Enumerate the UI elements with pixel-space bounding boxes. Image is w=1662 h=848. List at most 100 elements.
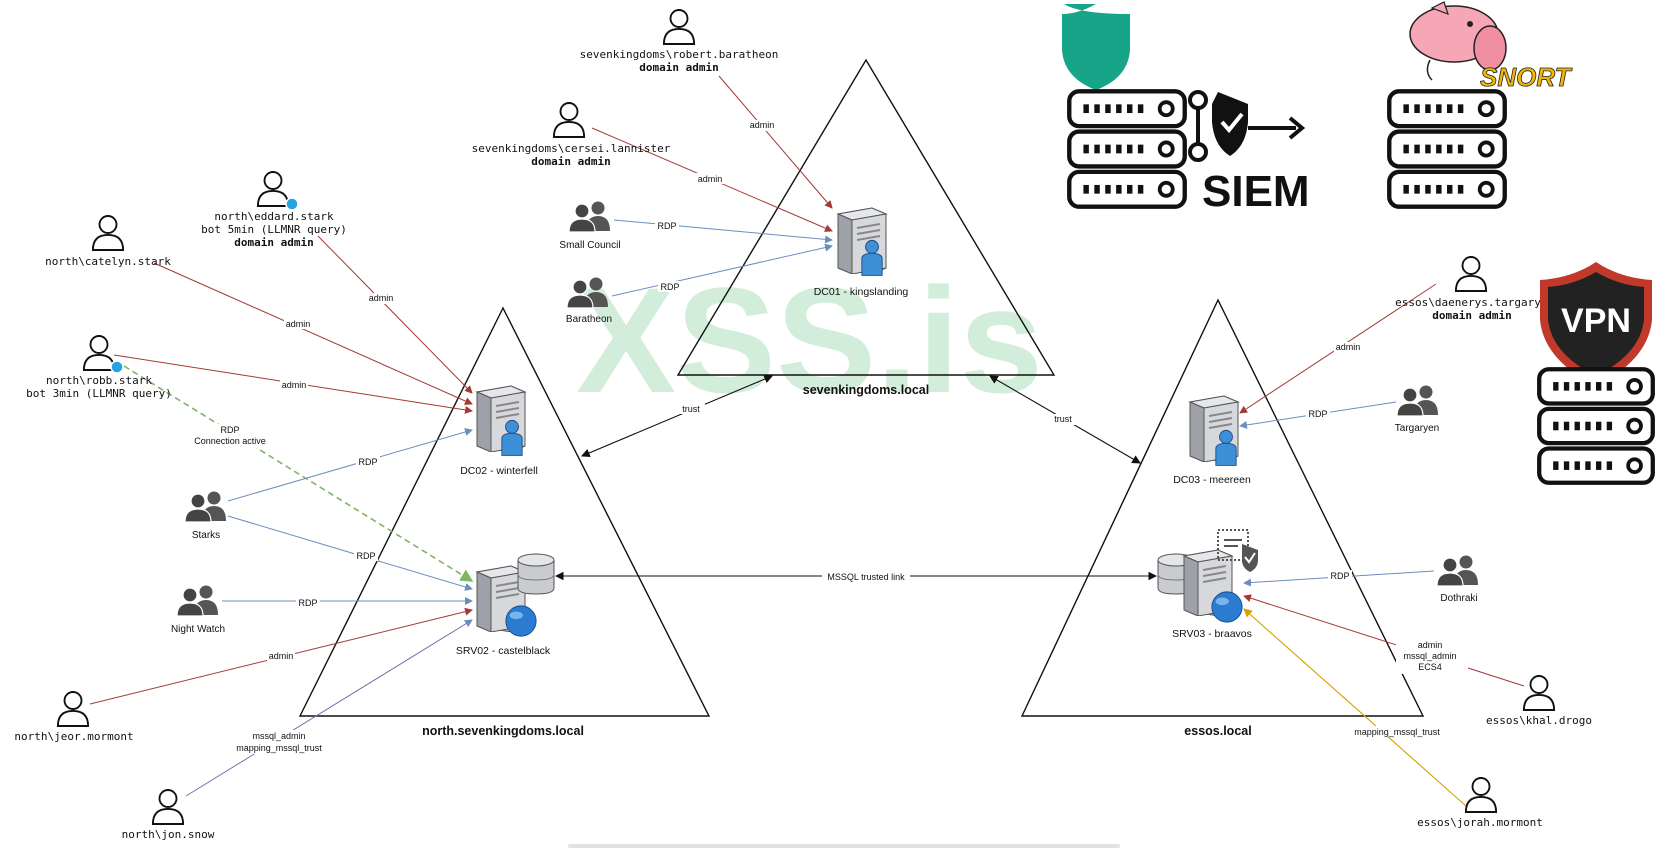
edge-label-cersei: admin bbox=[698, 174, 723, 184]
edge-khal-srv03 bbox=[1243, 594, 1525, 687]
edge-label-smallcouncil: RDP bbox=[657, 221, 676, 231]
domain-triangle-north bbox=[298, 306, 711, 717]
trust-label-root-north: trust bbox=[682, 404, 700, 414]
user-icon-khal[interactable] bbox=[1522, 675, 1556, 711]
user-role-robert: domain admin bbox=[639, 61, 718, 74]
watermark-text: XSS.is bbox=[576, 256, 1043, 424]
siem-server-rack-icon bbox=[1069, 91, 1184, 206]
user-icon-catelyn[interactable] bbox=[91, 215, 125, 251]
user-role-cersei: domain admin bbox=[531, 155, 610, 168]
edge-label-jorah: mapping_mssql_trust bbox=[1354, 727, 1440, 737]
domain-triangle-root bbox=[676, 58, 1056, 376]
dc02-label: DC02 - winterfell bbox=[460, 465, 538, 477]
trust-edge-root-north bbox=[580, 374, 774, 458]
dc02-server-icon[interactable] bbox=[476, 385, 526, 456]
vpn-shield-icon bbox=[1540, 262, 1652, 386]
edge-jorah-srv03 bbox=[1243, 608, 1467, 807]
snort-server-rack-icon bbox=[1389, 91, 1504, 206]
siem-network-shield-icon bbox=[1188, 90, 1306, 162]
group-icon-night-watch[interactable] bbox=[176, 584, 219, 617]
group-label-small-council: Small Council bbox=[559, 240, 620, 251]
dc03-server-icon[interactable] bbox=[1189, 395, 1239, 466]
dc01-label: DC01 - kingslanding bbox=[814, 286, 909, 298]
group-icon-dothraki[interactable] bbox=[1436, 554, 1479, 587]
srv03-server-icon[interactable] bbox=[1157, 549, 1243, 623]
edge-label-jeor: admin bbox=[269, 651, 294, 661]
vpn-server-rack-icon bbox=[1539, 369, 1653, 483]
user-role-daenerys: domain admin bbox=[1432, 309, 1511, 322]
edge-catelyn-dc02 bbox=[153, 262, 473, 405]
edge-label-robb: admin bbox=[282, 380, 307, 390]
edge-label-robb-active-2: Connection active bbox=[194, 436, 266, 446]
user-icon-robb[interactable] bbox=[82, 335, 116, 371]
group-label-dothraki: Dothraki bbox=[1440, 593, 1477, 604]
bot-badge-icon bbox=[285, 197, 299, 211]
edge-label-dothraki: RDP bbox=[1330, 571, 1349, 581]
group-icon-starks[interactable] bbox=[184, 490, 227, 523]
edge-starks-srv02 bbox=[227, 515, 473, 591]
srv03-label: SRV03 - braavos bbox=[1172, 628, 1252, 640]
edge-label-jon-1: mssql_admin bbox=[252, 731, 305, 741]
vpn-label: VPN bbox=[1561, 302, 1631, 340]
edge-eddard-dc02 bbox=[317, 235, 473, 394]
user-role-eddard: domain admin bbox=[234, 236, 313, 249]
user-label-jorah: essos\jorah.mormont bbox=[1417, 816, 1543, 829]
user-label-catelyn: north\catelyn.stark bbox=[45, 255, 171, 268]
srv02-server-icon[interactable] bbox=[476, 553, 555, 637]
snort-pig-icon bbox=[1409, 1, 1507, 81]
edge-label-catelyn: admin bbox=[286, 319, 311, 329]
domain-triangle-essos bbox=[1020, 298, 1425, 717]
snort-label: SNORT bbox=[1480, 62, 1573, 92]
user-icon-daenerys[interactable] bbox=[1454, 256, 1488, 292]
edge-starks-dc02 bbox=[227, 428, 473, 502]
edge-label-starks-srv02: RDP bbox=[356, 551, 375, 561]
bot-badge-icon bbox=[110, 360, 124, 374]
user-label-robb: north\robb.stark bbox=[46, 374, 152, 387]
user-icon-robert[interactable] bbox=[662, 9, 696, 45]
edge-label-khal-3: ECS4 bbox=[1418, 662, 1442, 672]
group-label-targaryen: Targaryen bbox=[1395, 423, 1439, 434]
edge-robb-srv02-active bbox=[123, 365, 474, 582]
domain-label-north: north.sevenkingdoms.local bbox=[422, 724, 584, 738]
user-label-eddard: north\eddard.stark bbox=[214, 210, 334, 223]
edge-label-nightwatch: RDP bbox=[298, 598, 317, 608]
user-icon-cersei[interactable] bbox=[552, 102, 586, 138]
user-icon-eddard[interactable] bbox=[256, 171, 290, 207]
group-label-baratheon: Baratheon bbox=[566, 314, 612, 325]
user-label-jeor: north\jeor.mormont bbox=[14, 730, 133, 743]
group-label-night-watch: Night Watch bbox=[171, 624, 225, 635]
user-icon-jeor[interactable] bbox=[56, 691, 90, 727]
group-label-starks: Starks bbox=[192, 530, 220, 541]
edge-label-targaryen: RDP bbox=[1308, 409, 1327, 419]
group-icon-targaryen[interactable] bbox=[1396, 384, 1439, 417]
edge-baratheon-dc01 bbox=[611, 243, 833, 297]
user-label-jon: north\jon.snow bbox=[122, 828, 215, 841]
domain-label-essos: essos.local bbox=[1184, 724, 1251, 738]
user-icon-jon[interactable] bbox=[151, 789, 185, 825]
siem-label: SIEM bbox=[1202, 167, 1310, 216]
certificate-check-icon bbox=[1217, 529, 1258, 572]
mssql-link-label: MSSQL trusted link bbox=[827, 572, 905, 582]
user-label-cersei: sevenkingdoms\cersei.lannister bbox=[472, 142, 671, 155]
user-icon-jorah[interactable] bbox=[1464, 777, 1498, 813]
srv02-label: SRV02 - castelblack bbox=[456, 645, 551, 657]
edge-robert-dc01 bbox=[718, 75, 833, 209]
siem-shield-icon bbox=[1062, 4, 1130, 90]
edge-smallcouncil-dc01 bbox=[613, 219, 833, 244]
trust-label-root-essos: trust bbox=[1054, 414, 1072, 424]
user-note-eddard: bot 5min (LLMNR query) bbox=[201, 223, 347, 236]
edge-label-jon-2: mapping_mssql_trust bbox=[236, 743, 322, 753]
edge-label-eddard: admin bbox=[369, 293, 394, 303]
horizontal-scrollbar[interactable] bbox=[568, 844, 1120, 848]
edge-jon-srv02 bbox=[185, 619, 473, 797]
edge-label-robert: admin bbox=[750, 120, 775, 130]
domain-label-root: sevenkingdoms.local bbox=[803, 383, 929, 397]
edge-label-khal-2: mssql_admin bbox=[1403, 651, 1456, 661]
edge-label-robb-active-1: RDP bbox=[220, 425, 239, 435]
user-label-daenerys: essos\daenerys.targary bbox=[1395, 296, 1541, 309]
dc03-label: DC03 - meereen bbox=[1173, 474, 1251, 486]
dc01-server-icon[interactable] bbox=[837, 207, 887, 276]
edge-label-baratheon: RDP bbox=[660, 282, 679, 292]
group-icon-small-council[interactable] bbox=[568, 200, 611, 233]
